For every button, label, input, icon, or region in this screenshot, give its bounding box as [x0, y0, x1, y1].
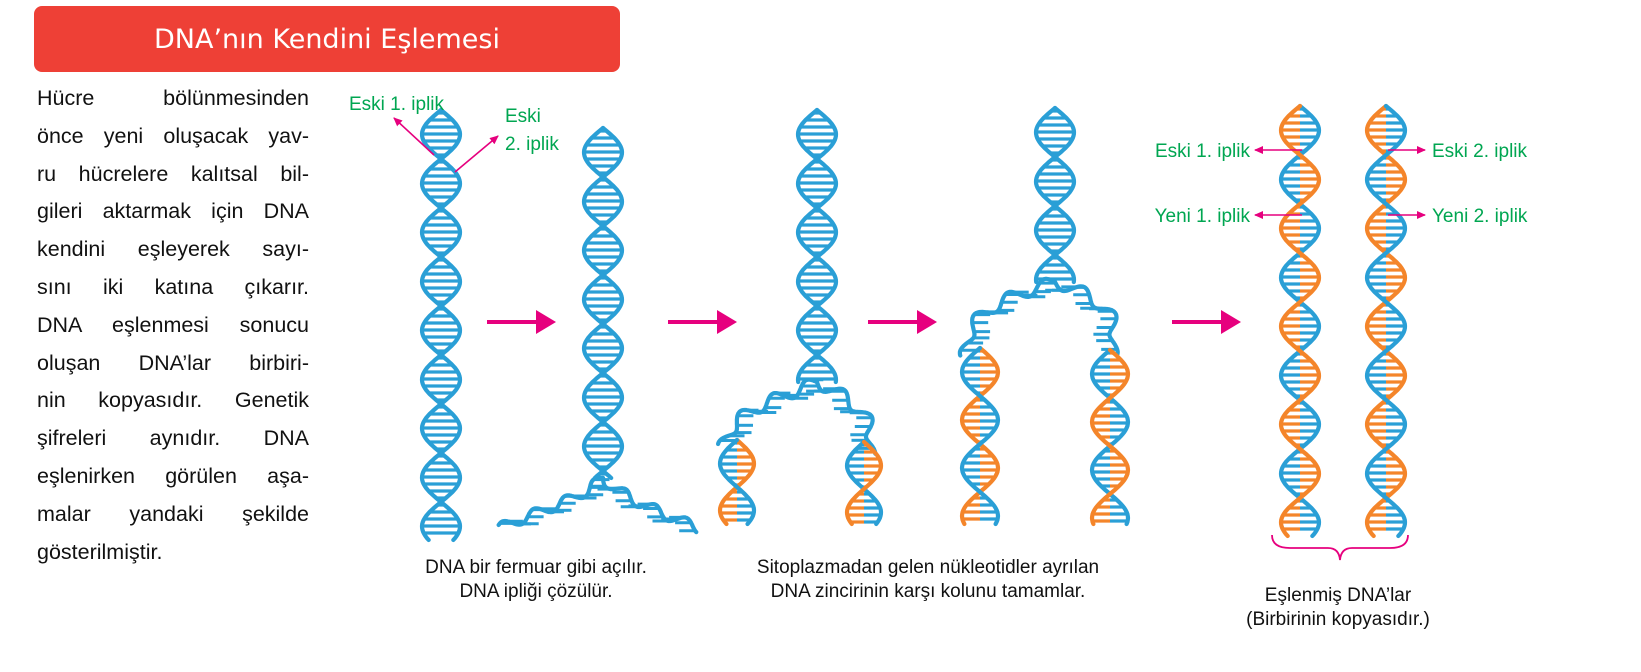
- separated-strand: [716, 377, 820, 447]
- pointer-old-strand-2: [454, 135, 499, 173]
- caption-unzip-line1: DNA bir fermuar gibi açılır.: [425, 557, 647, 578]
- backbone-strand: [1364, 103, 1408, 539]
- diagram-labels: Eski 1. iplik Eski 2. iplik Eski 1. ipli…: [349, 94, 1528, 227]
- caption-unzip: DNA bir fermuar gibi açılır. DNA ipliği …: [395, 556, 677, 604]
- backbone-strand: [717, 437, 757, 527]
- pointer-lines: [393, 117, 1426, 219]
- body-text-line: önce yeni oluşacak yav-: [37, 123, 309, 148]
- pointer-old-strand-1: [393, 117, 435, 156]
- backbone-strand: [795, 107, 839, 385]
- backbone-strand: [419, 107, 463, 543]
- process-arrow-3-head: [917, 310, 937, 334]
- backbone-strand: [419, 107, 463, 543]
- backbone-strand: [1089, 347, 1131, 527]
- body-text-line: gösterilmiştir.: [37, 539, 163, 564]
- separated-strand: [814, 379, 878, 456]
- body-text-line: ru hücrelere kalıtsal bil-: [37, 161, 309, 186]
- caption-result: Eşlenmiş DNA’lar (Birbirinin kopyasıdır.…: [1222, 584, 1454, 632]
- backbone-strand: [795, 107, 839, 385]
- body-text-line: sını iki katına çıkarır.: [37, 274, 309, 299]
- backbone-strand: [1278, 103, 1322, 539]
- backbone-strand: [717, 437, 757, 527]
- backbone-strand: [581, 125, 625, 481]
- backbone-strand: [581, 125, 625, 481]
- label-right-new-1: Yeni 1. iplik: [1155, 206, 1251, 227]
- caption-complement-line1: Sitoplazmadan gelen nükleotidler ayrılan: [756, 557, 1100, 578]
- backbone-strand: [959, 345, 1001, 527]
- caption-complement: Sitoplazmadan gelen nükleotidler ayrılan…: [710, 556, 1146, 604]
- helix-layer: [419, 103, 1408, 543]
- backbone-strand: [844, 439, 884, 527]
- label-right-old-1: Eski 1. iplik: [1155, 141, 1251, 162]
- result-brace: [1271, 534, 1409, 561]
- backbone-strand: [959, 345, 1001, 527]
- body-text-line: kendini eşleyerek sayı-: [37, 237, 309, 262]
- backbone-strand: [1278, 103, 1322, 539]
- body-text-line: DNA eşlenmesi sonucu: [37, 312, 309, 337]
- caption-result-line1: Eşlenmiş DNA’lar: [1264, 585, 1412, 606]
- label-right-new-2: Yeni 2. iplik: [1432, 206, 1528, 227]
- title-banner: DNA’nın Kendini Eşlemesi: [34, 6, 620, 72]
- separated-strand: [600, 475, 699, 535]
- separated-strand: [957, 276, 1058, 358]
- separated-strand: [496, 475, 606, 528]
- process-arrow-4-head: [1221, 310, 1241, 334]
- backbone-strand: [1364, 103, 1408, 539]
- body-text-line: malar yandaki şekilde: [37, 501, 309, 526]
- body-text-line: şifreleri aynıdır. DNA: [37, 426, 309, 451]
- backbone-strand: [1033, 105, 1077, 285]
- body-text-line: nin kopyasıdır. Genetik: [37, 388, 309, 413]
- process-arrow-2-head: [717, 310, 737, 334]
- backbone-strand: [1033, 105, 1077, 285]
- label-old-strand-1: Eski 1. iplik: [349, 94, 445, 115]
- separated-strand: [1052, 279, 1120, 357]
- page-title: DNA’nın Kendini Eşlemesi: [154, 23, 500, 55]
- caption-unzip-line2: DNA ipliği çözülür.: [459, 581, 613, 602]
- body-text-line: oluşan DNA’lar birbiri-: [37, 350, 309, 375]
- label-old-strand-2-line1: Eski: [505, 106, 541, 127]
- body-text: Hücre bölünmesinden önce yeni oluşacak ya…: [37, 80, 309, 571]
- body-text-line: gileri aktarmak için DNA: [37, 199, 309, 224]
- backbone-strand: [844, 439, 884, 527]
- body-text-line: Hücre bölünmesinden: [37, 86, 309, 110]
- process-arrow-1-head: [536, 310, 556, 334]
- caption-complement-line2: DNA zincirinin karşı kolunu tamamlar.: [770, 581, 1086, 602]
- label-old-strand-2-line2: 2. iplik: [505, 134, 559, 155]
- caption-result-line2: (Birbirinin kopyasıdır.): [1246, 609, 1430, 630]
- body-text-line: eşlenirken görülen aşa-: [37, 463, 309, 488]
- process-arrows: [487, 310, 1241, 334]
- label-right-old-2: Eski 2. iplik: [1432, 141, 1528, 162]
